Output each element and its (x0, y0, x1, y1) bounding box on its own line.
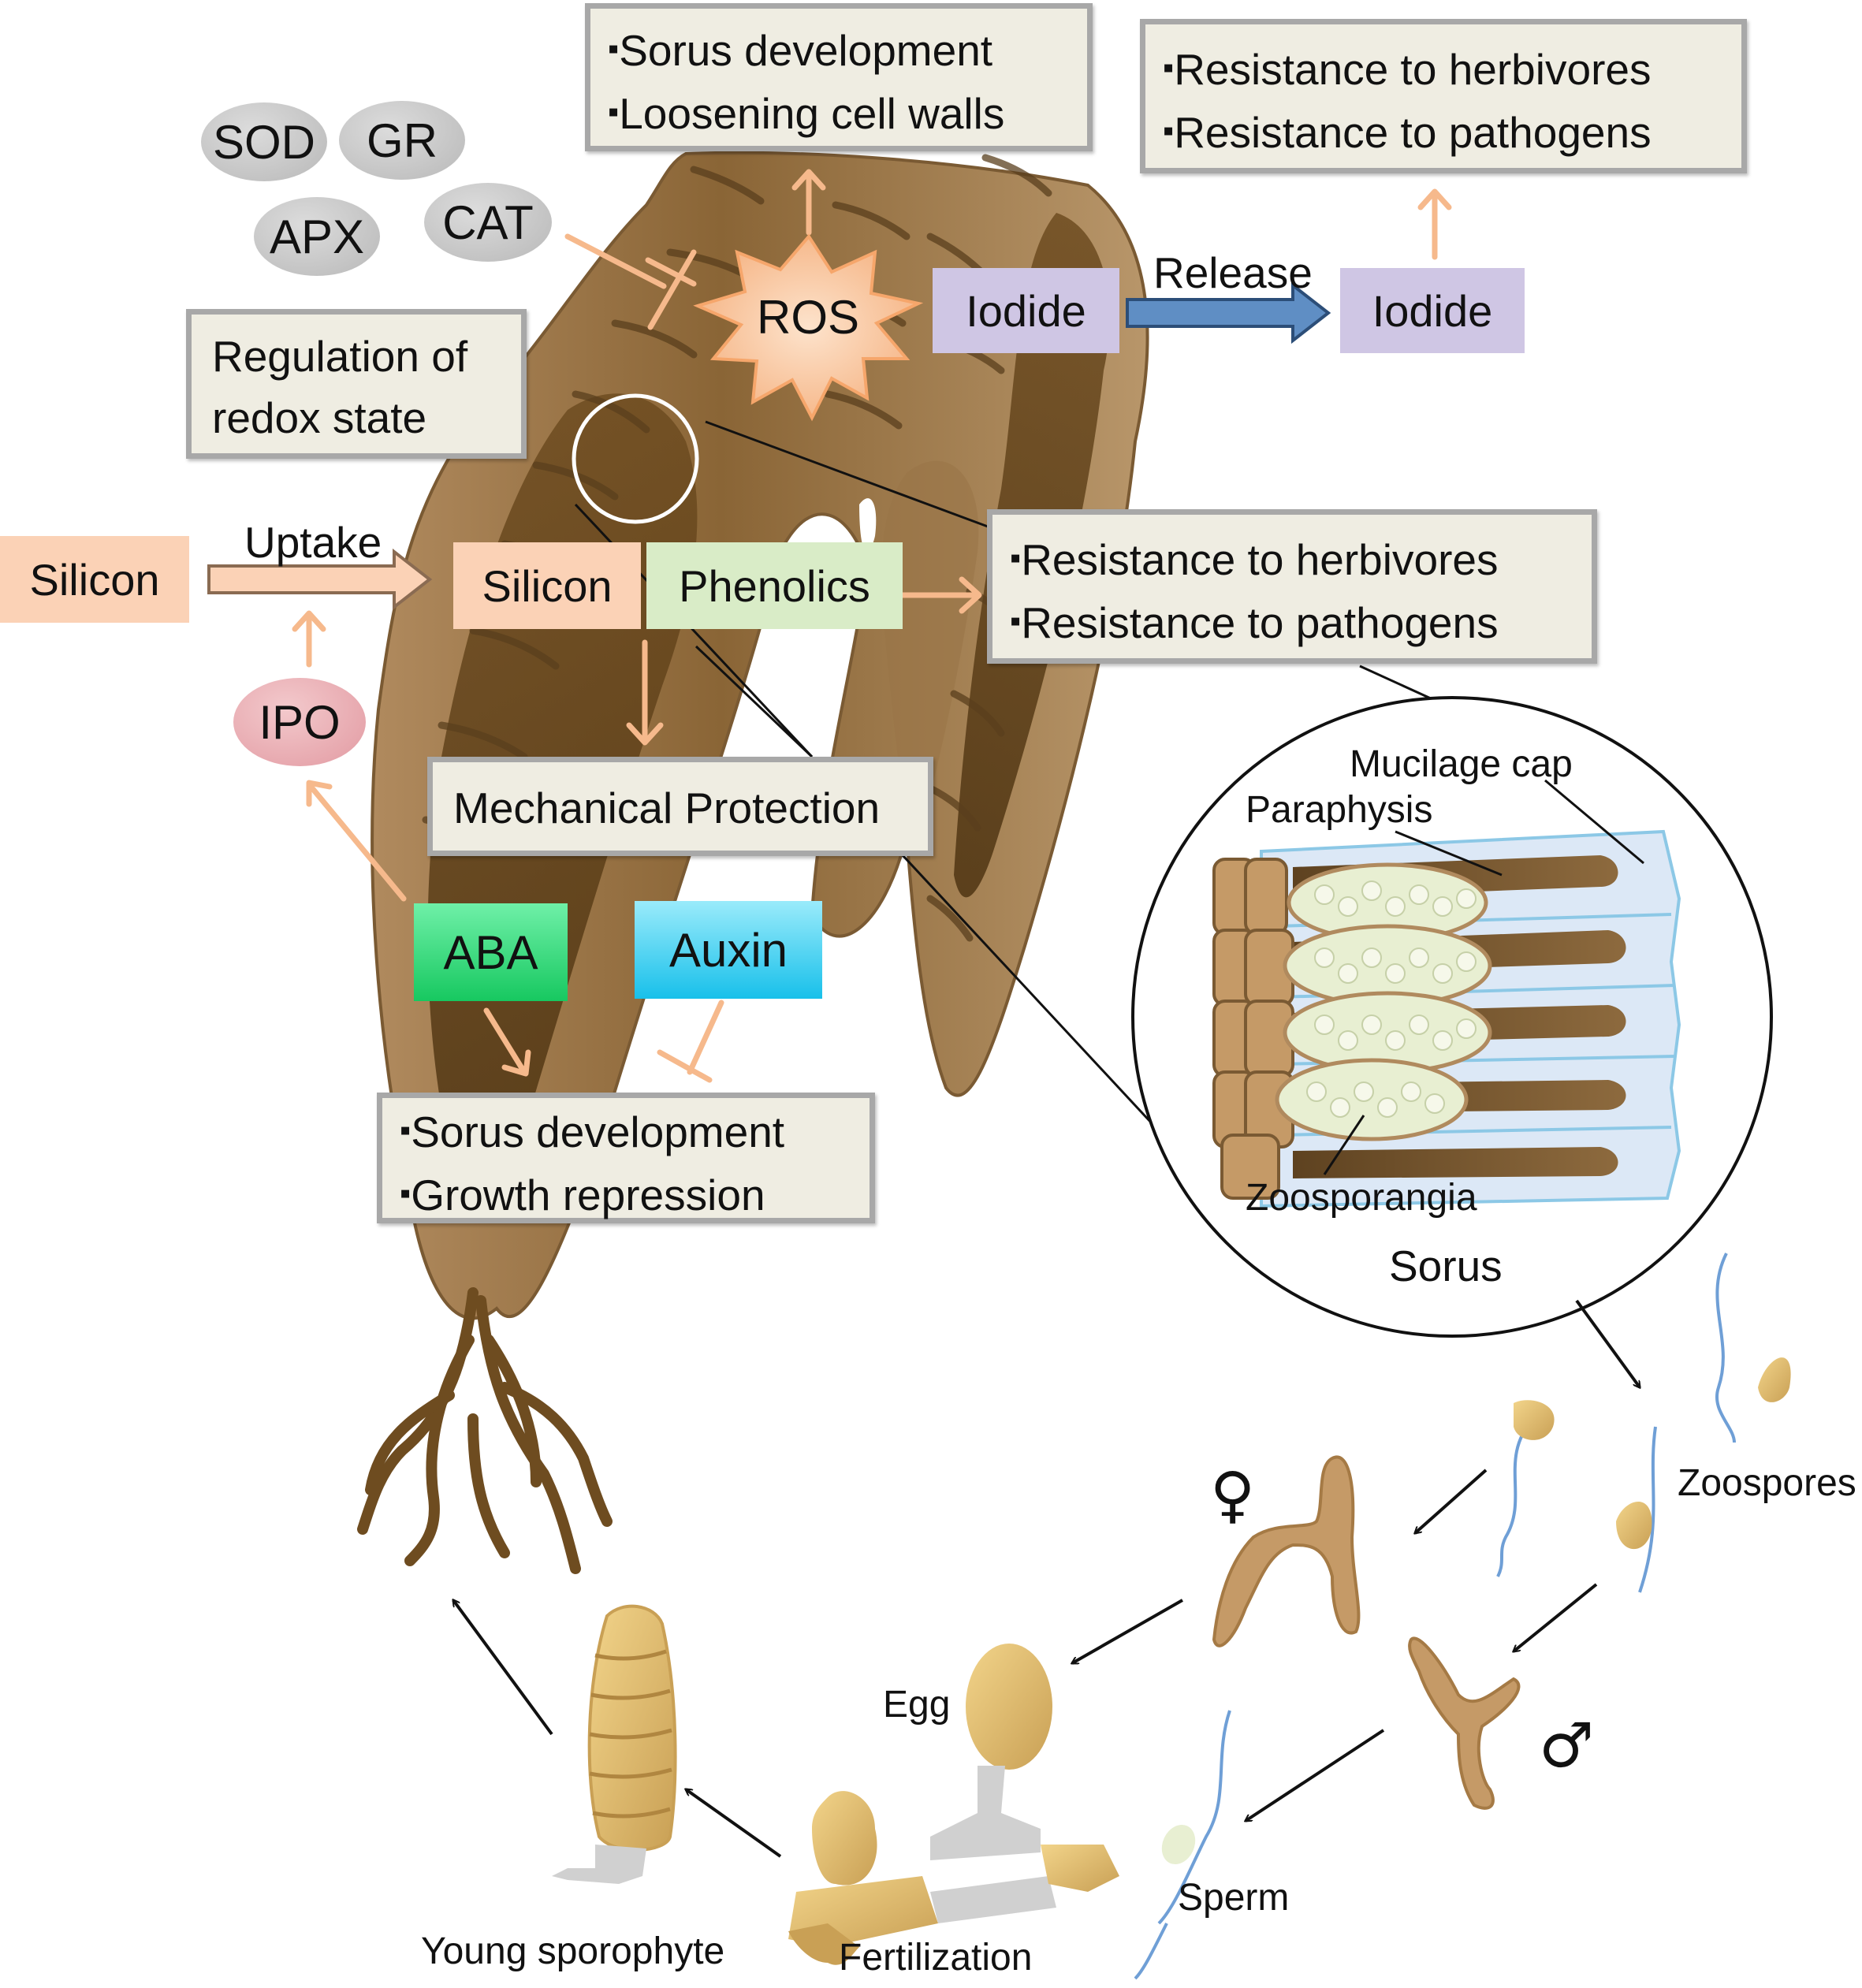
enzyme-cat: CAT (424, 183, 552, 262)
sperm-label: Sperm (1178, 1877, 1290, 1919)
signal-arrows (292, 169, 1452, 1083)
paraphysis-label: Paraphysis (1246, 789, 1433, 831)
sorus-title: Sorus (1389, 1242, 1503, 1290)
silicon-inside-box: Silicon (453, 542, 641, 629)
iodide-released-box: Iodide (1340, 268, 1525, 353)
effect-loosening-cell-walls: Loosening cell walls (608, 81, 1087, 144)
mucilage-cap-label: Mucilage cap (1350, 743, 1573, 785)
release-arrow (1126, 281, 1331, 344)
phenolics-box: Phenolics (646, 542, 903, 629)
hormone-growth-repression: Growth repression (400, 1163, 870, 1226)
life-cycle-arrows (453, 1299, 1640, 1858)
fertilization-cells (788, 1791, 1119, 1965)
enzyme-apx: APX (254, 197, 380, 276)
kelp-holdfast (357, 1287, 613, 1574)
fertilization-label: Fertilization (839, 1937, 1033, 1979)
zoospores-label: Zoospores (1678, 1462, 1856, 1504)
sperm-cell (1134, 1710, 1231, 1980)
redox-line-2: redox state (212, 393, 427, 442)
egg-cell (930, 1644, 1052, 1860)
hormone-sorus-development: Sorus development (400, 1100, 870, 1163)
phenolic-resistance-herbivores: Resistance to herbivores (1010, 527, 1592, 590)
effect-sorus-development: Sorus development (608, 18, 1087, 81)
young-sporophyte-label: Young sporophyte (421, 1930, 725, 1972)
male-symbol: ♂ (1539, 1711, 1594, 1781)
phenolic-resistance-pathogens: Resistance to pathogens (1010, 590, 1592, 653)
uptake-label: Uptake (244, 518, 382, 567)
ros-burst (693, 233, 924, 422)
zoospore-cells (1496, 1253, 1791, 1593)
redox-box: Regulation of redox state (186, 309, 527, 459)
silicon-outside-box: Silicon (0, 536, 189, 623)
iodide-inside-box: Iodide (933, 268, 1119, 353)
mechanical-protection-box: Mechanical Protection (427, 757, 933, 856)
female-gametophyte (1212, 1455, 1361, 1647)
young-sporophyte (552, 1604, 677, 1884)
sorus-detail (1131, 696, 1773, 1338)
hormone-effects-box: Sorus development Growth repression (377, 1093, 875, 1223)
male-gametophyte (1408, 1636, 1521, 1810)
iodide-resistance-pathogens: Resistance to pathogens (1163, 100, 1741, 163)
egg-label: Egg (883, 1684, 951, 1726)
aba-box: ABA (414, 903, 568, 1001)
ros-effects-box: Sorus development Loosening cell walls (585, 3, 1093, 151)
zoosporangia-label: Zoosporangia (1246, 1177, 1477, 1219)
auxin-box: Auxin (635, 901, 822, 999)
iodide-resistance-herbivores: Resistance to herbivores (1163, 37, 1741, 100)
iodide-effects-box: Resistance to herbivores Resistance to p… (1140, 19, 1747, 173)
uptake-arrow (207, 548, 433, 611)
female-symbol: ♀ (1210, 1460, 1256, 1531)
ros-label: ROS (757, 291, 860, 344)
redox-line-1: Regulation of (212, 332, 468, 381)
enzyme-gr: GR (339, 101, 465, 180)
ipo-node: IPO (233, 678, 366, 766)
release-label: Release (1153, 248, 1313, 297)
enzyme-sod: SOD (201, 102, 327, 181)
phenolic-effects-box: Resistance to herbivores Resistance to p… (987, 509, 1597, 664)
